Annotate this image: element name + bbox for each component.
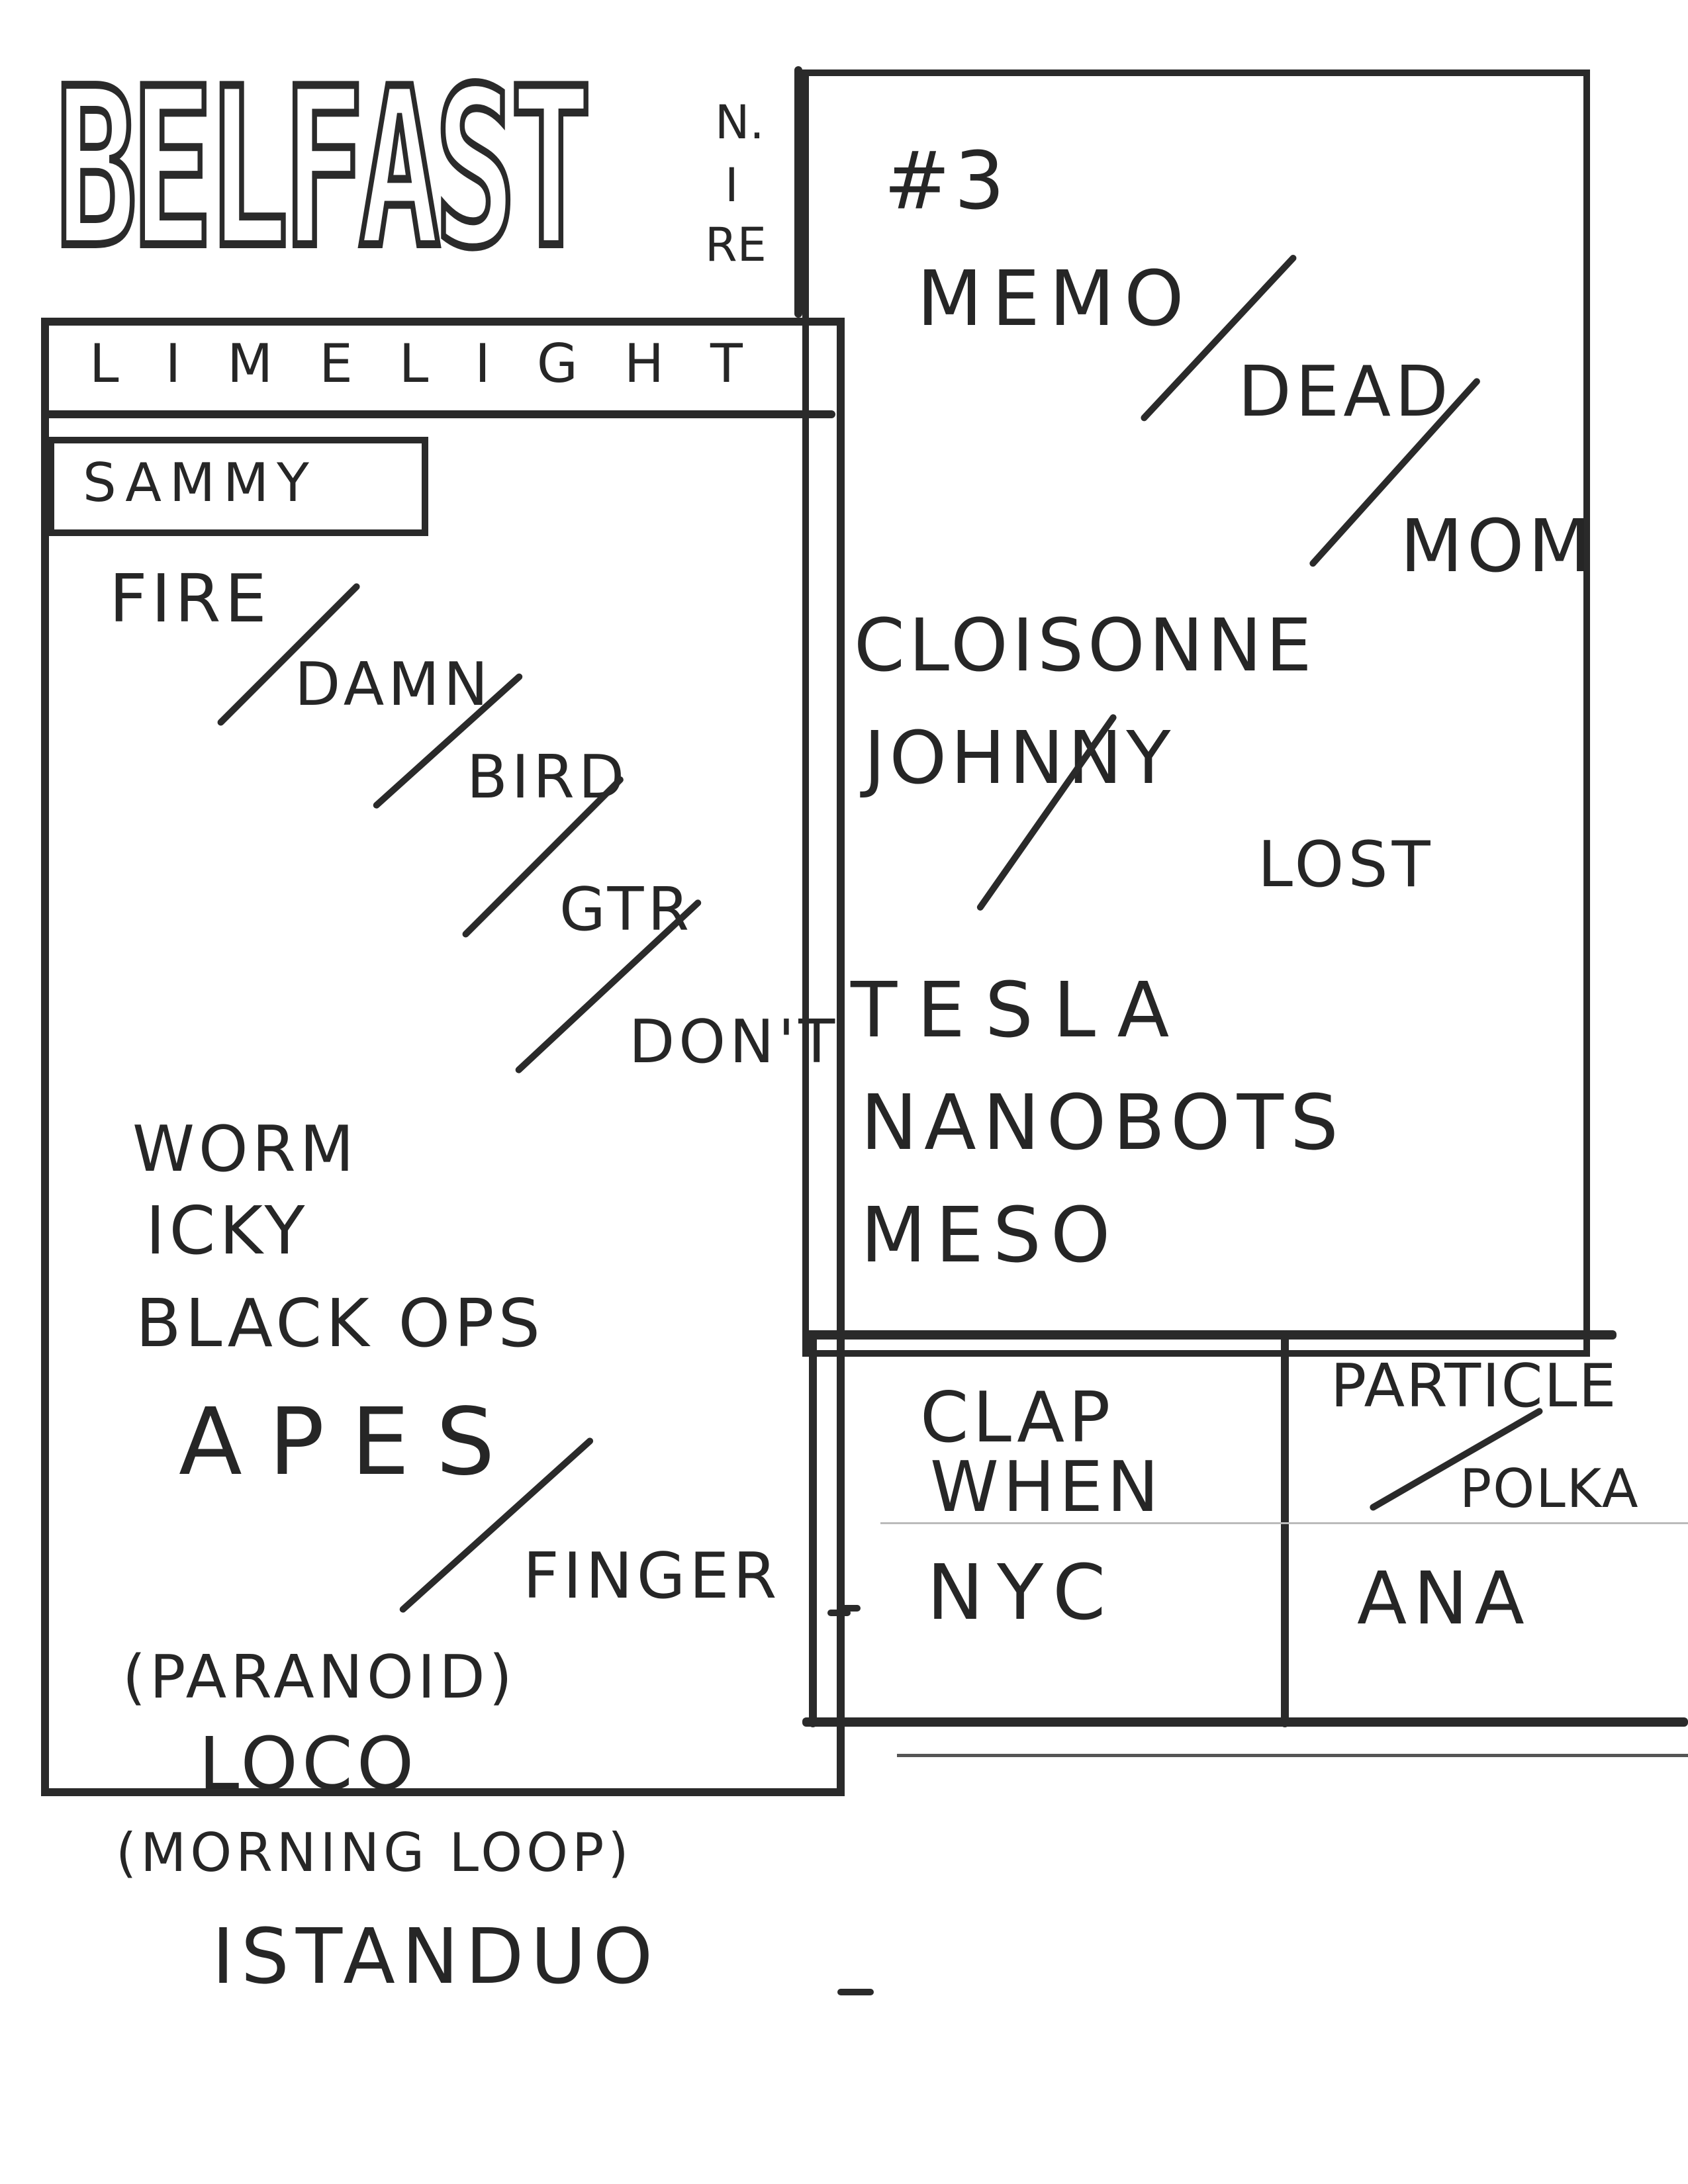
- setlist-number: #3: [884, 136, 1009, 228]
- song-dead: DEAD: [1238, 351, 1452, 432]
- song-tesla: TESLA: [851, 966, 1190, 1055]
- song-damn: DAMN: [295, 650, 492, 719]
- left-setlist-box: [41, 318, 845, 1796]
- song-lost: LOST: [1258, 829, 1434, 901]
- song-worm: WORM: [132, 1113, 358, 1186]
- song-black-ops: BLACK OPS: [136, 1285, 544, 1362]
- opener-box: [48, 437, 428, 536]
- venue-band-bottom: [41, 410, 835, 418]
- country-re: RE: [705, 218, 767, 272]
- encore-song-particle: PARTICLE: [1331, 1351, 1618, 1421]
- song-johnny: JOHNNY: [864, 715, 1175, 800]
- encore-song-nyc: NYC: [927, 1549, 1119, 1637]
- right-setlist-box: [802, 69, 1590, 1357]
- song-icky: ICKY: [146, 1192, 309, 1269]
- song-dont: DON'T: [629, 1007, 839, 1077]
- song-gtr: GTR: [559, 875, 694, 944]
- song-memo: MEMO: [917, 255, 1194, 343]
- encore-song-clap: CLAP: [920, 1377, 1115, 1458]
- song-finger: FINGER: [523, 1540, 781, 1613]
- encore-top-line: [802, 1330, 1617, 1340]
- venue-name: LIMELIGHT: [89, 333, 789, 394]
- encore-left-edge: [809, 1330, 817, 1727]
- city-title: BELFAST: [53, 42, 594, 296]
- song-apes: APES: [179, 1388, 522, 1496]
- country-n: N.: [715, 95, 765, 150]
- faint-guide-line: [880, 1522, 1688, 1524]
- header-divider: [794, 66, 802, 318]
- encore-song-polka: POLKA: [1460, 1458, 1640, 1520]
- song-fire: FIRE: [109, 560, 271, 637]
- encore-song-ana: ANA: [1357, 1556, 1531, 1641]
- song-loco: LOCO: [199, 1721, 418, 1806]
- opener-name: SAMMY: [83, 452, 317, 514]
- tick-mark: [837, 1989, 874, 1995]
- encore-underline: [897, 1754, 1688, 1757]
- song-meso: MESO: [861, 1191, 1120, 1280]
- tick-mark: [827, 1610, 851, 1616]
- song-istanduo: ISTANDUO: [212, 1913, 660, 2001]
- song-nanobots: NANOBOTS: [861, 1079, 1345, 1167]
- tick-mark: [837, 1605, 861, 1612]
- song-mom: MOM: [1400, 504, 1595, 588]
- encore-song-when: WHEN: [930, 1447, 1163, 1527]
- encore-bottom-line: [802, 1717, 1688, 1727]
- song-cloisonne: CLOISONNE: [854, 603, 1316, 688]
- song-morning-loop: (MORNING LOOP): [116, 1822, 633, 1884]
- encore-divider: [1281, 1330, 1289, 1727]
- song-paranoid: (PARANOID): [122, 1643, 516, 1712]
- country-i: I: [725, 158, 739, 212]
